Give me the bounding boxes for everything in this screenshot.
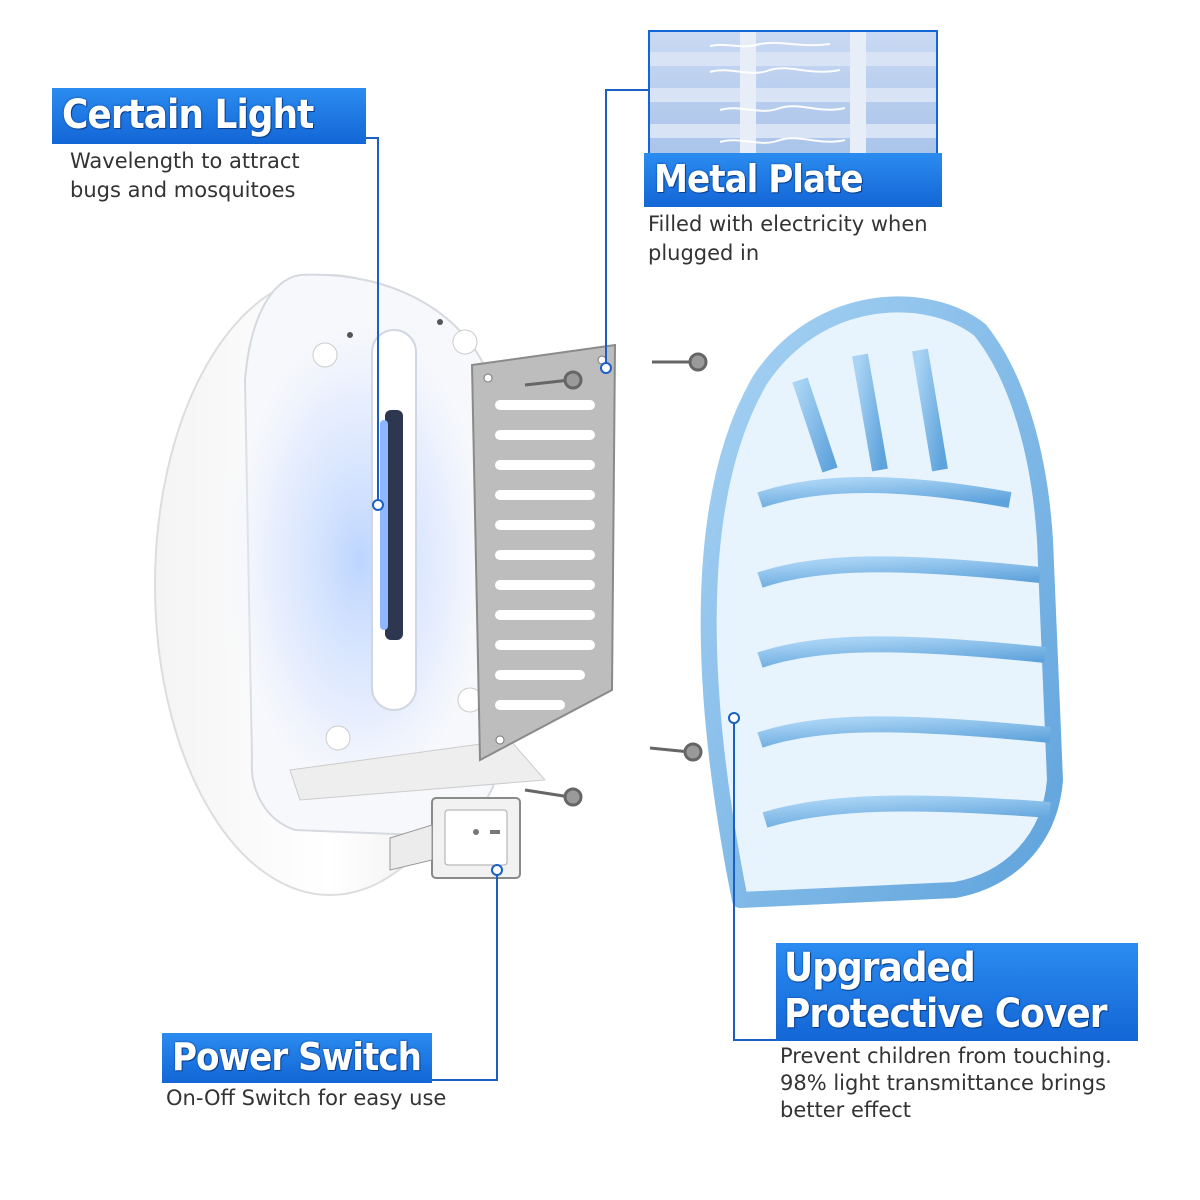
metal-plate (470, 343, 617, 762)
protective-cover-title: Upgraded Protective Cover (776, 943, 1138, 1041)
protective-cover-callout: Upgraded Protective Cover Prevent childr… (776, 943, 1138, 1122)
certain-light-title: Certain Light (52, 88, 366, 144)
protective-cover-title-line-1: Upgraded (784, 945, 976, 991)
power-switch-callout: Power Switch On-Off Switch for easy use (162, 1033, 446, 1110)
metal-plate-desc-line-1: Filled with electricity when (648, 212, 928, 236)
power-switch-desc-line-1: On-Off Switch for easy use (166, 1086, 447, 1110)
metal-plate-desc-line-2: plugged in (648, 241, 760, 265)
certain-light-desc-line-2: bugs and mosquitoes (70, 178, 296, 202)
electric-arc-illustration (650, 32, 936, 156)
metal-plate-callout: Metal Plate Filled with electricity when… (644, 153, 942, 265)
protective-cover-desc-line-3: better effect (780, 1098, 912, 1122)
power-switch-title: Power Switch (162, 1033, 432, 1083)
certain-light-callout: Certain Light Wavelength to attract bugs… (52, 88, 366, 202)
protective-cover (700, 296, 1063, 908)
metal-plate-closeup-inset (648, 30, 938, 158)
leader-dots (372, 362, 740, 876)
metal-plate-title: Metal Plate (644, 153, 942, 207)
protective-cover-title-line-2: Protective Cover (784, 991, 1107, 1037)
protective-cover-desc-line-2: 98% light transmittance brings (780, 1071, 1107, 1095)
screws (524, 352, 708, 807)
certain-light-desc-line-1: Wavelength to attract (70, 149, 300, 173)
zapper-housing (154, 273, 547, 896)
protective-cover-desc-line-1: Prevent children from touching. (780, 1044, 1112, 1068)
